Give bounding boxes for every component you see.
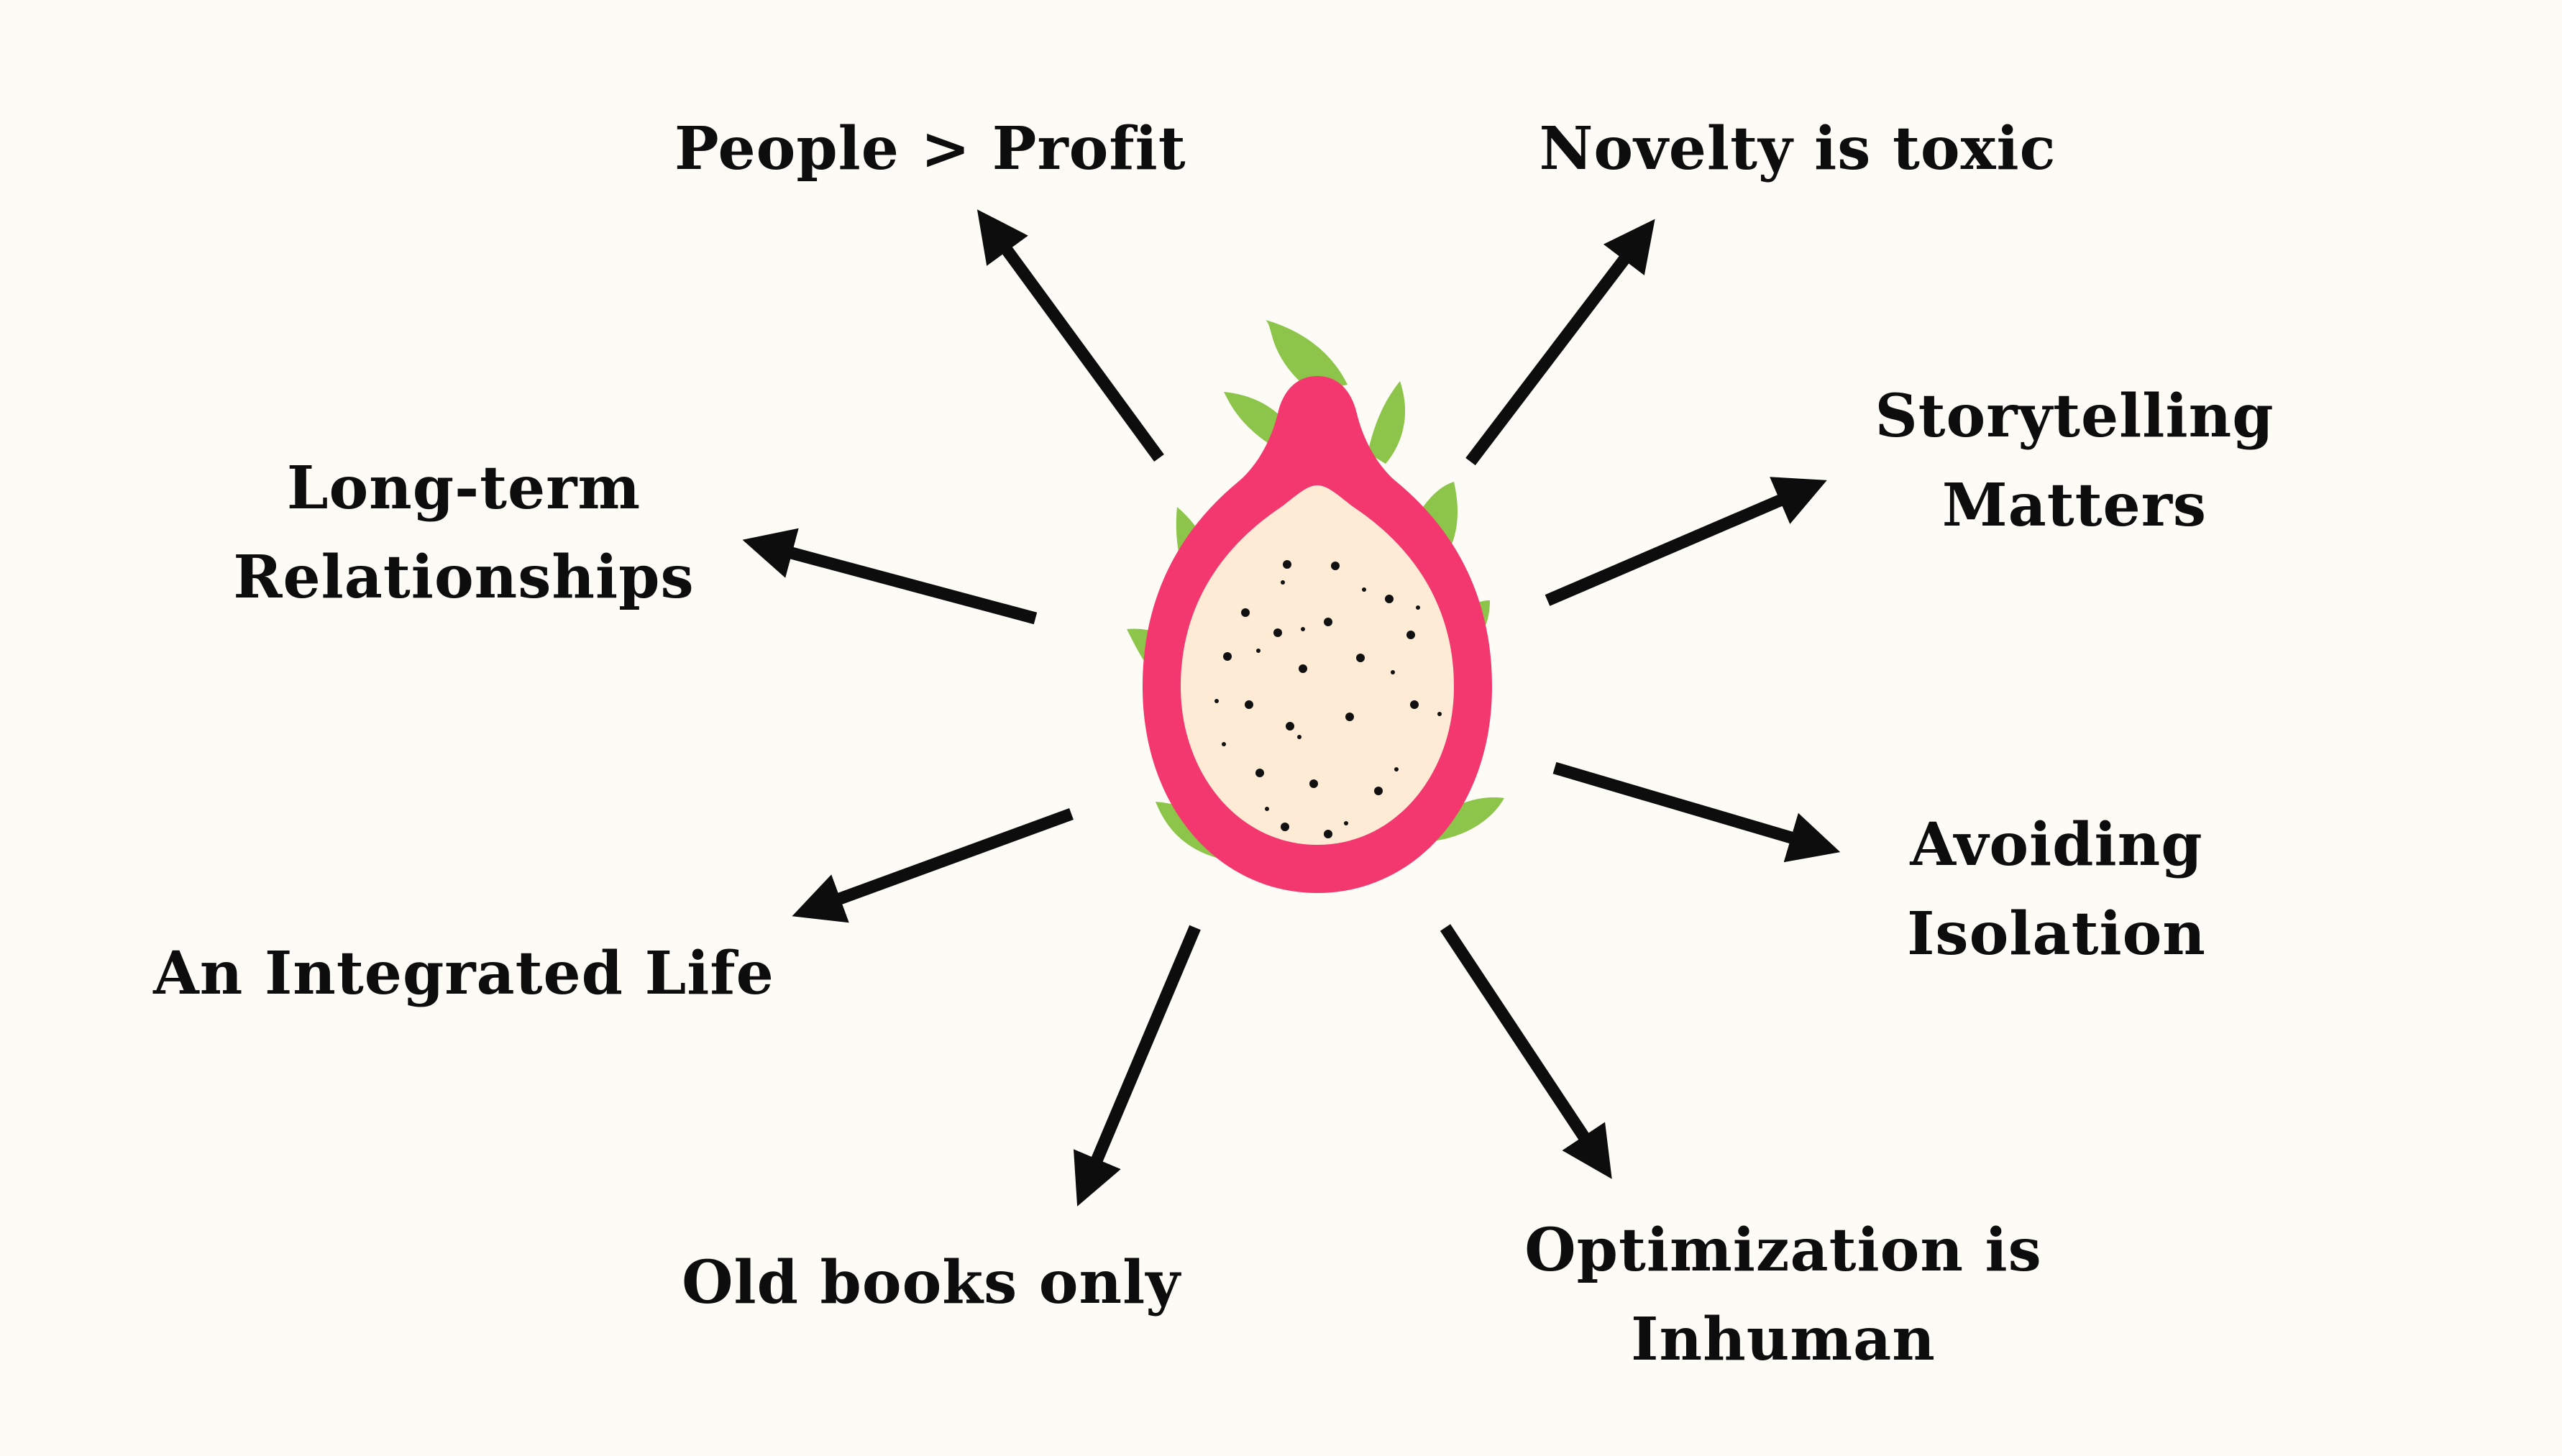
dragon-fruit-seeds bbox=[1214, 560, 1442, 838]
node-storytelling-matters: Storytelling Matters bbox=[1837, 372, 2312, 550]
arrow-integrated-life bbox=[792, 808, 1074, 923]
arrow-people-profit bbox=[976, 209, 1164, 462]
arrow-novelty-toxic bbox=[1465, 219, 1655, 466]
node-label-line: People > Profit bbox=[674, 114, 1186, 183]
node-old-books-only: Old books only bbox=[662, 1238, 1201, 1327]
arrow-optimization-inhuman bbox=[1440, 924, 1612, 1179]
arrow-old-books-only bbox=[1074, 925, 1201, 1207]
node-novelty-toxic: Novelty is toxic bbox=[1528, 104, 2067, 193]
node-label-line: Avoiding bbox=[1910, 810, 2203, 879]
node-label-line: Relationships bbox=[233, 543, 695, 612]
arrows bbox=[742, 209, 1841, 1207]
node-integrated-life: An Integrated Life bbox=[144, 929, 784, 1018]
dragon-fruit-icon bbox=[1127, 320, 1504, 893]
node-label-line: An Integrated Life bbox=[153, 939, 774, 1008]
node-label-line: Isolation bbox=[1907, 899, 2206, 969]
node-label-line: Novelty is toxic bbox=[1539, 114, 2057, 183]
node-avoiding-isolation: Avoiding Isolation bbox=[1826, 800, 2287, 979]
node-label-line: Long-term bbox=[286, 454, 641, 523]
node-label-line: Matters bbox=[1941, 471, 2208, 540]
arrow-avoiding-isolation bbox=[1552, 761, 1841, 863]
node-optimization-inhuman: Optimization is Inhuman bbox=[1496, 1206, 2071, 1384]
node-label-line: Inhuman bbox=[1631, 1305, 1936, 1374]
node-label-line: Optimization is bbox=[1524, 1216, 2042, 1285]
node-label-line: Old books only bbox=[682, 1248, 1181, 1317]
node-people-profit: People > Profit bbox=[674, 104, 1186, 193]
dragon-fruit-flesh bbox=[1181, 485, 1454, 845]
node-long-term-relationships: Long-term Relationships bbox=[209, 444, 719, 622]
node-label-line: Storytelling bbox=[1875, 382, 2274, 451]
arrow-long-term-relationships bbox=[742, 528, 1038, 625]
arrow-storytelling-matters bbox=[1545, 477, 1827, 606]
